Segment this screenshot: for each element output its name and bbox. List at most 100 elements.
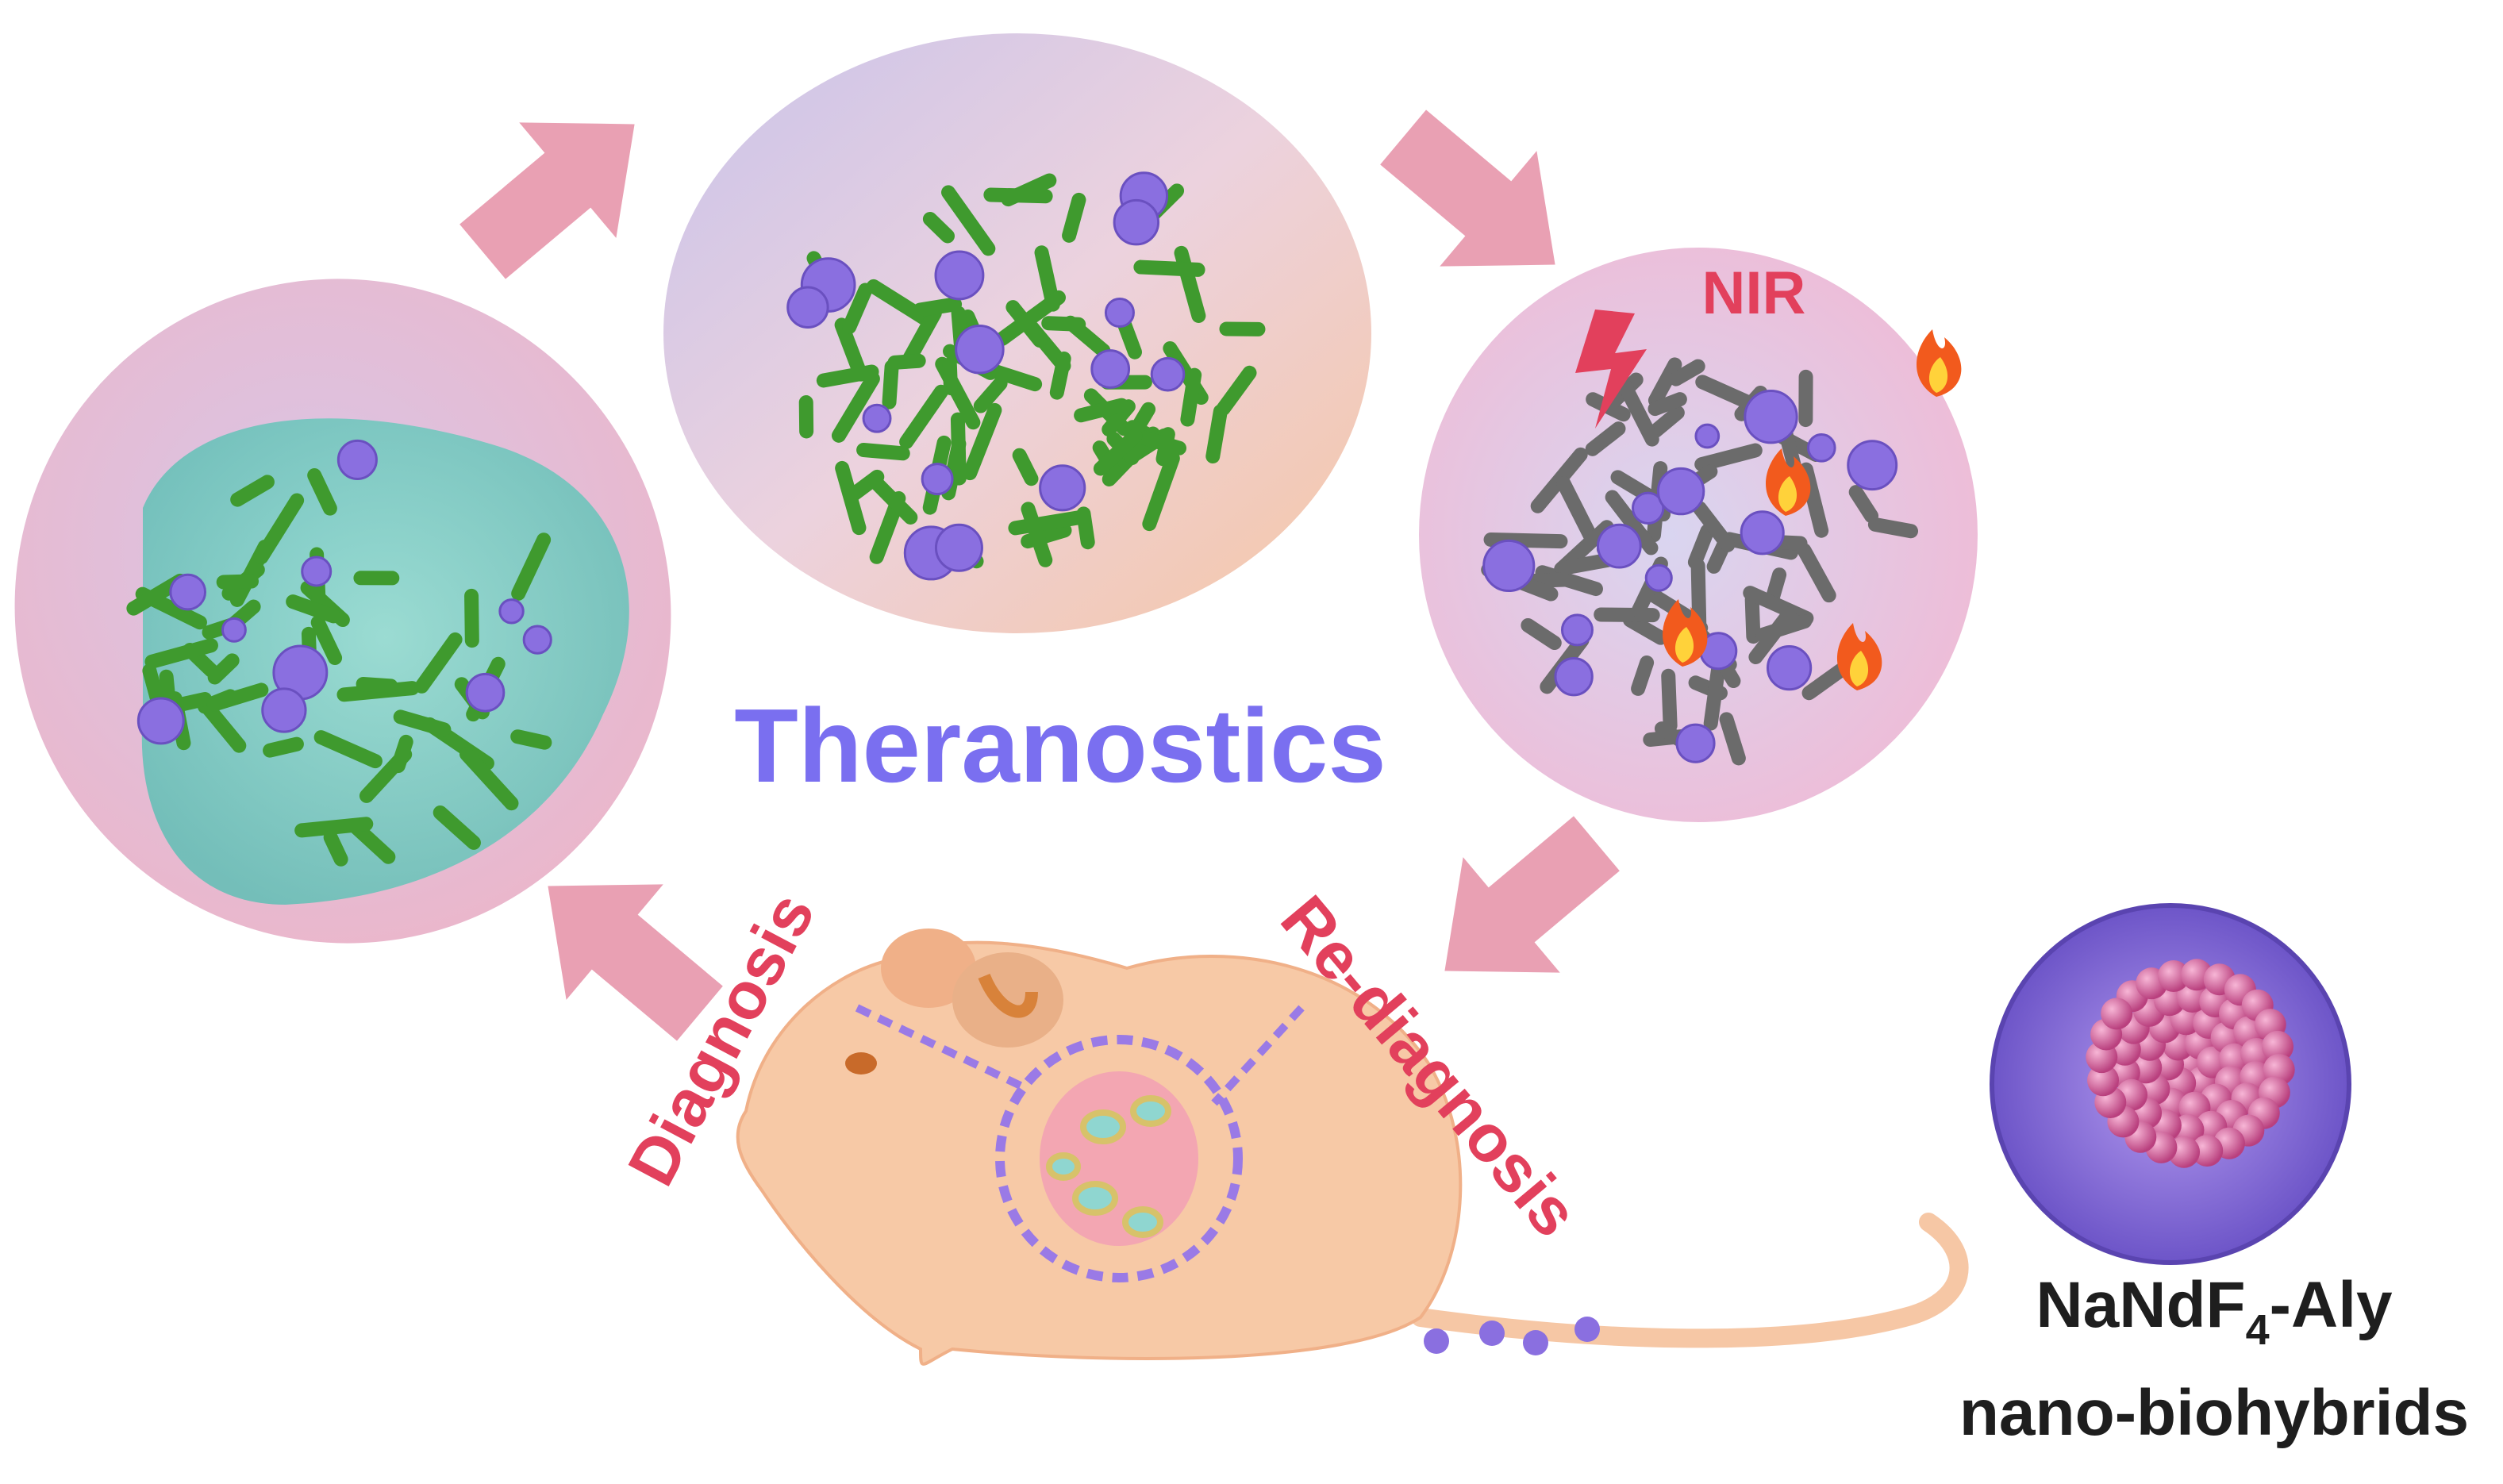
bacterium [844,469,885,503]
nanoparticle-dot [465,672,506,713]
bacterium [1021,502,1053,567]
bacterium [393,709,452,737]
nanoparticle-dot [1104,297,1135,329]
bacterium [1062,192,1086,243]
nanoparticle-dot [1596,523,1642,569]
flame-icons [1663,329,1962,690]
bacterium [1614,371,1659,447]
nanoparticle-dot [498,598,525,625]
core-sphere [2101,998,2133,1030]
bacterium [510,729,552,750]
bacterium [1694,443,1763,472]
core-sphere [2157,959,2190,992]
bacterium [1695,375,1762,413]
bacterium [1180,367,1202,427]
core-sphere [2087,1064,2120,1097]
bacterium [887,353,926,370]
bacteria-targeting-ellipse [663,33,1371,633]
bacterium [1687,524,1715,570]
bacterium [323,830,348,867]
bacterium [913,297,963,317]
bacterium [433,805,481,850]
nanoparticle-dot [955,325,1005,375]
bacterium [1074,398,1129,423]
bacterium [1133,260,1205,277]
bacterium [882,359,899,409]
arrow-down-left [1444,816,1620,973]
bacterium [1661,668,1678,733]
nanoparticle-dot [1766,644,1813,691]
nanoparticle-dot [1744,389,1798,444]
nanoparticle-dot [862,403,892,433]
bacterium [942,357,958,396]
bacterium [511,532,552,601]
bacterium [816,364,879,388]
bacterium [206,682,269,712]
photothermal-therapy-ellipse [1419,248,1978,822]
nanoparticle-dot [1656,467,1705,516]
nanoparticle-dot [921,463,954,496]
bacterium [1867,517,1919,539]
nanoparticle-dot [301,556,333,587]
bacterium [459,747,519,811]
bacterium [1631,655,1655,696]
bacterium [1648,406,1685,439]
bacterium [390,734,413,774]
bacterium [1049,351,1071,400]
bacterium [144,638,218,669]
bacterium [1744,592,1761,644]
bacterium [313,730,383,769]
nanoparticle-dot [221,617,247,643]
bacterium [1703,660,1726,731]
nir-label: NIR [1702,260,1806,327]
bacterium [414,632,463,694]
infection-site-ellipse [14,279,671,944]
bacterium [963,402,1002,481]
bacterium [1743,586,1814,626]
bacterium [1155,427,1175,467]
bacterium [1076,506,1095,550]
bacterium [1585,421,1626,456]
nanoparticle-dot [1847,440,1898,491]
nanoparticle-dot [1560,613,1594,647]
nanoparticle-dot [169,573,207,611]
bacterium [941,185,996,256]
laser-lightning-icon [1575,309,1647,429]
bacterium [1093,429,1143,476]
bacterium [1692,501,1736,552]
bacterium [856,442,910,461]
bacterium [1648,392,1687,417]
bacterium [899,384,948,449]
bacterium [356,677,398,694]
bacterium [1669,359,1705,386]
bacterium [1008,509,1088,536]
nanoparticle-dot [136,697,185,745]
bacterium [831,371,880,443]
bacterium [1623,613,1668,645]
bacterium [1216,365,1257,416]
nanoparticle-illustration [1990,903,2351,1265]
bacterium [1797,543,1836,603]
bacterium [1690,558,1707,633]
cycle-arrows [459,110,1620,1041]
bacterium [871,477,918,525]
core-sphere [2261,1030,2293,1063]
bacterium [995,290,1066,346]
bacterium [1521,617,1562,651]
bacterium [922,211,955,244]
core-sphere [2191,1134,2224,1167]
bacterium [1594,607,1660,623]
bacterium [834,317,868,382]
nanoparticle-dot [786,286,829,329]
nanoparticle-dot [1675,723,1716,763]
bacterium [263,736,304,758]
nanoparticle-dot [1039,464,1086,512]
bacterium [294,817,374,838]
bacterium [1012,448,1039,486]
bacterium [1205,404,1228,464]
nanoparticle-dot [1807,433,1836,463]
nanoparticle-dot [1554,656,1594,697]
nanoparticle-dot [1694,423,1721,449]
bacterium [1142,451,1180,532]
